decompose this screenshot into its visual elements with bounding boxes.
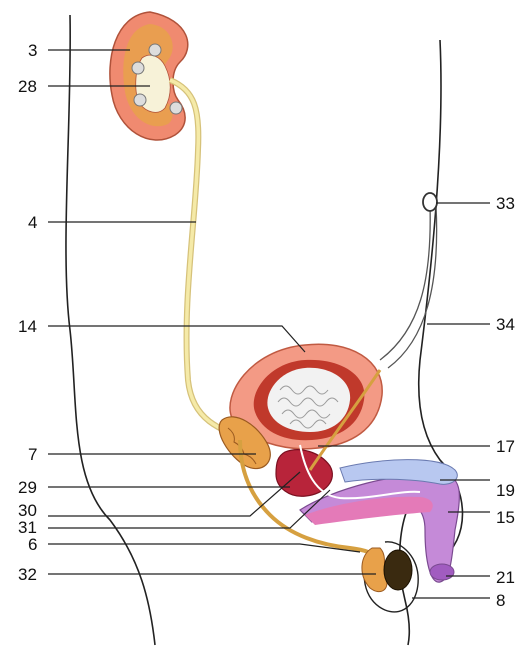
label-3: 3 <box>28 41 37 60</box>
label-14: 14 <box>18 317 37 336</box>
prostate <box>276 450 332 497</box>
label-7: 7 <box>28 445 37 464</box>
label-4: 4 <box>28 213 37 232</box>
label-29: 29 <box>18 478 37 497</box>
label-32: 32 <box>18 565 37 584</box>
inguinal-ring <box>423 193 437 211</box>
label-8: 8 <box>496 591 505 610</box>
kidney <box>110 12 188 140</box>
label-17: 17 <box>496 437 515 456</box>
label-19: 19 <box>496 481 515 500</box>
label-28: 28 <box>18 77 37 96</box>
testis <box>384 550 412 590</box>
label-33: 33 <box>496 194 515 213</box>
label-15: 15 <box>496 508 515 527</box>
label-21: 21 <box>496 568 515 587</box>
label-6: 6 <box>28 535 37 554</box>
label-34: 34 <box>496 315 515 334</box>
